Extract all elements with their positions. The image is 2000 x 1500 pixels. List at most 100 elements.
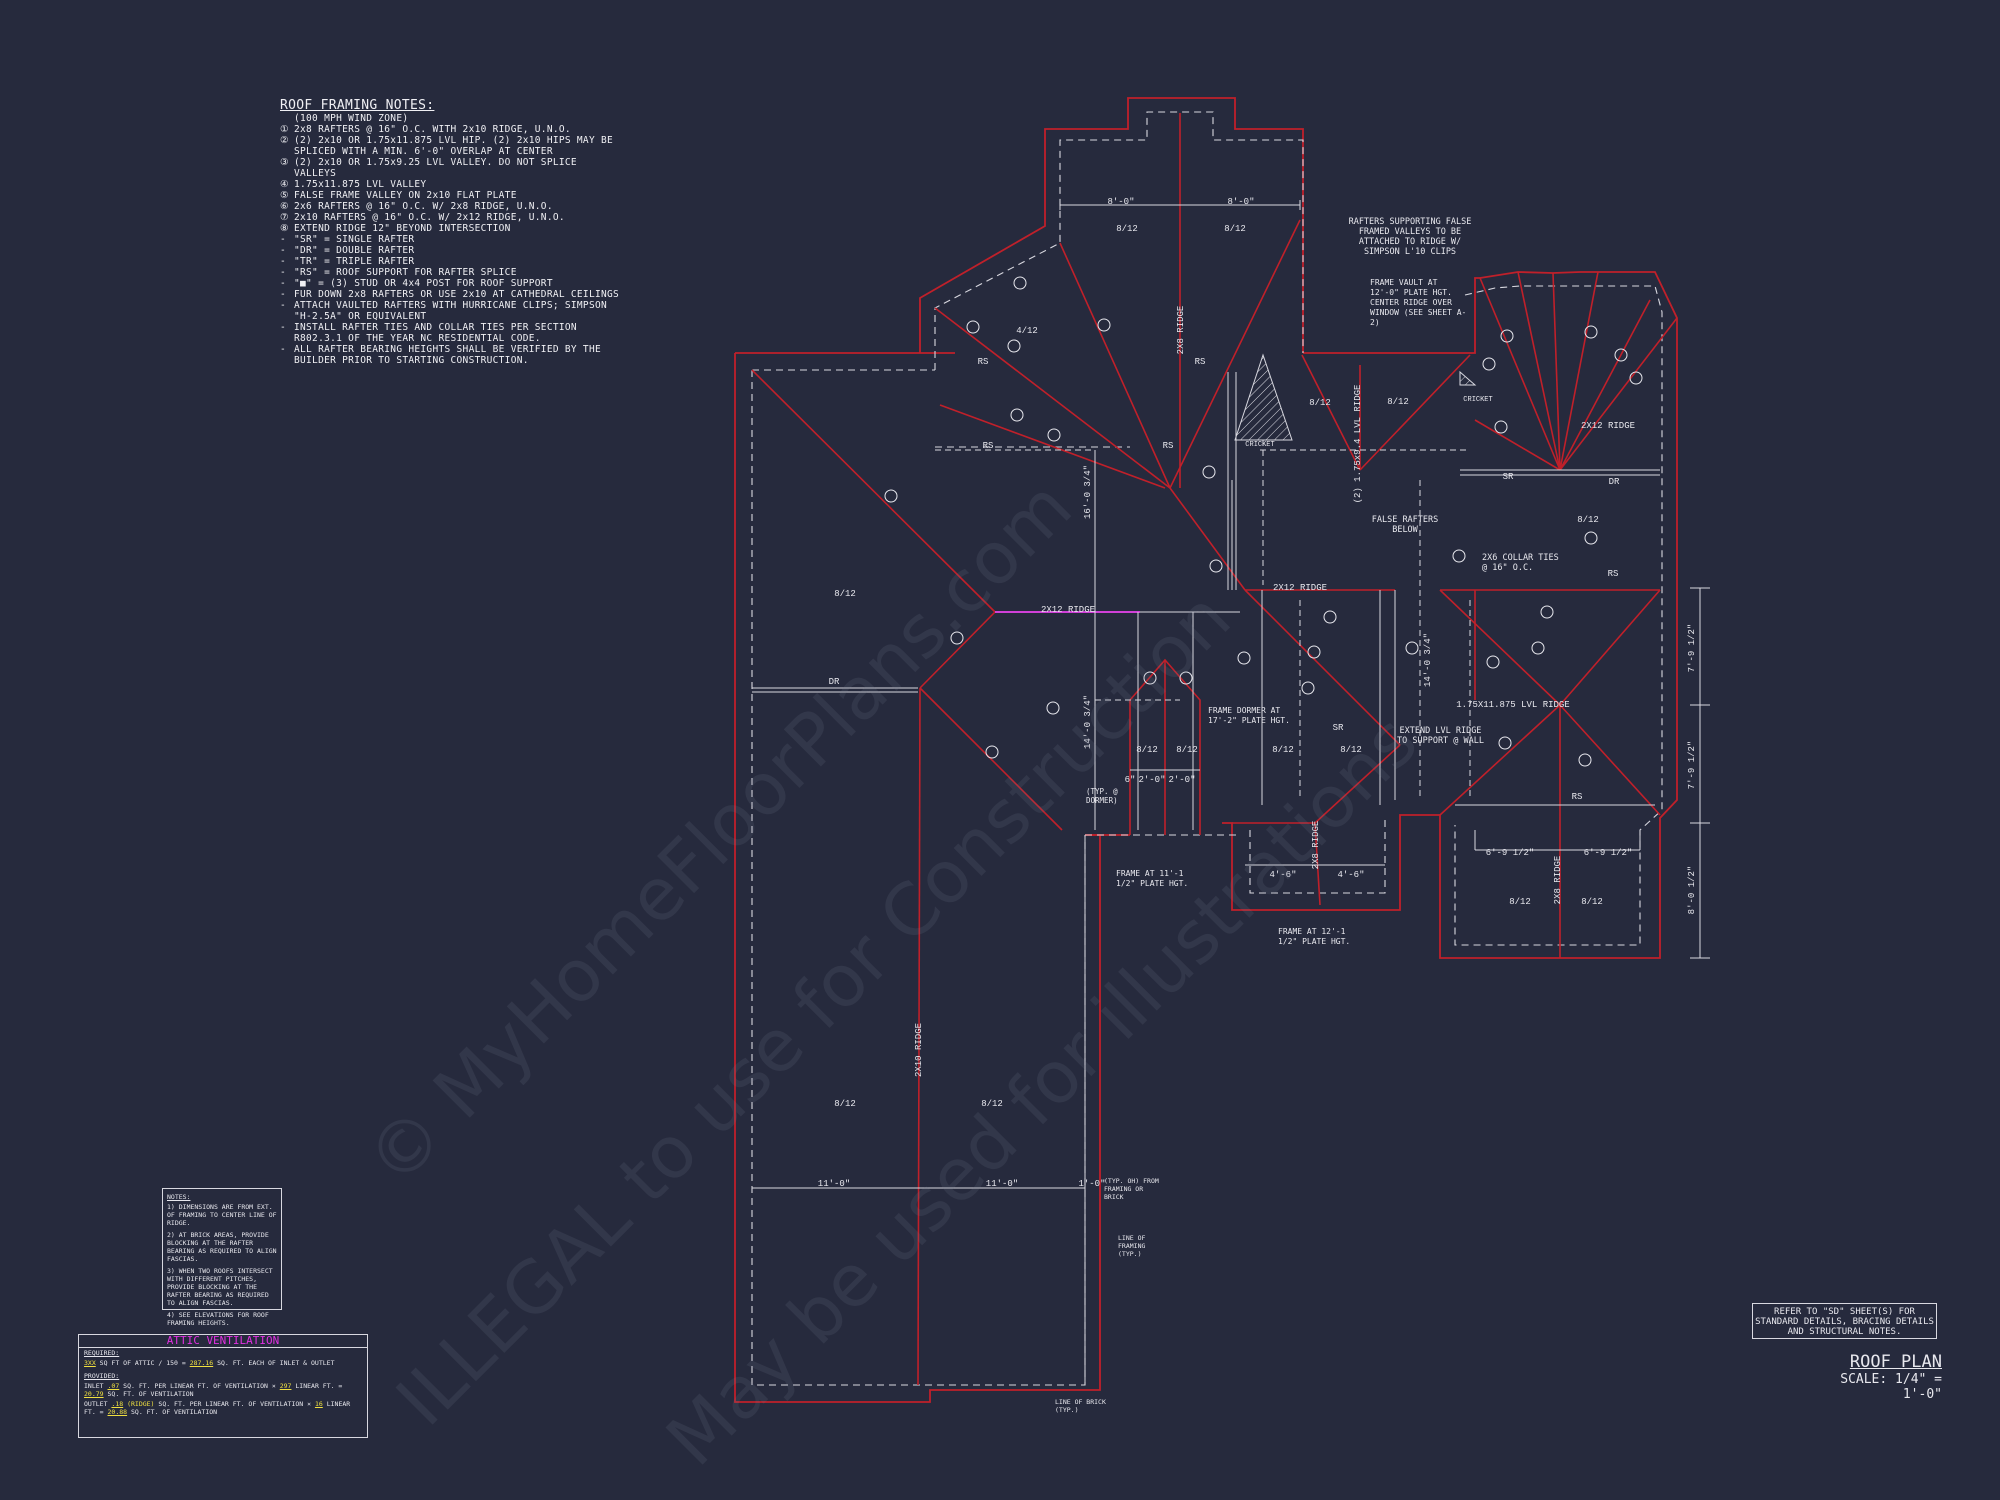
interior-framing-lines [752,200,1660,1382]
note-item: -ALL RAFTER BEARING HEIGHTS SHALL BE VER… [280,344,601,366]
dr-label: DR [829,677,840,687]
pitch-label: 8/12 [1387,397,1409,407]
cricket-hatch-right [1459,370,1477,386]
dimension-label: 8'-0 1/2" [1687,866,1697,915]
annotation-typ-dormer: (TYP. @ DORMER) [1086,787,1118,805]
ventilation-title: ATTIC VENTILATION [79,1335,367,1348]
dimension-label: 11'-0" [986,1179,1018,1189]
ridge-label: (2) 1.75x9.4 LVL RIDGE [1353,385,1363,504]
general-note: 1) DIMENSIONS ARE FROM EXT. OF FRAMING T… [167,1203,277,1227]
callout-markers [884,276,1643,767]
pitch-label: 8/12 [1272,745,1294,755]
dimension-label: 8'-0" [1107,197,1134,207]
note-item: -"SR" = SINGLE RAFTER [280,234,415,245]
pitch-label: 8/12 [1581,897,1603,907]
general-note: 4) SEE ELEVATIONS FOR ROOF FRAMING HEIGH… [167,1311,269,1327]
dimension-label: 14'-0 3/4" [1423,633,1433,687]
rs-label: RS [983,441,994,451]
ridge-label: 1.75X11.875 LVL RIDGE [1456,700,1569,710]
page-scale: SCALE: 1/4" = 1'-0" [1840,1372,1942,1402]
dimension-label: 2'-0" [1168,775,1195,785]
rs-label: RS [1608,569,1619,579]
note-item: -"DR" = DOUBLE RAFTER [280,245,415,256]
note-item: -FUR DOWN 2x8 RAFTERS OR USE 2x10 AT CAT… [280,289,620,300]
rs-label: RS [1163,441,1174,451]
note-item: -INSTALL RAFTER TIES AND COLLAR TIES PER… [280,322,577,344]
dimension-label: 7'-9 1/2" [1687,624,1697,673]
dimension-label: 11'-0" [818,1179,850,1189]
annotation-collar-ties: 2X6 COLLAR TIES @ 16" O.C. [1482,553,1559,573]
pitch-label: 8/12 [1176,745,1198,755]
ridge-label: 2X12 RIDGE [1041,605,1095,615]
hidden-lines [935,440,1471,800]
reference-note-box: REFER TO "SD" SHEET(S) FOR STANDARD DETA… [1752,1303,1937,1339]
annotation-typ-oh: (TYP. OH) FROM FRAMING OR BRICK [1104,1177,1159,1201]
annotation-extend-lvl: EXTEND LVL RIDGE TO SUPPORT @ WALL [1397,726,1484,746]
pitch-label: 4/12 [1016,326,1038,336]
general-note: 3) WHEN TWO ROOFS INTERSECT WITH DIFFERE… [167,1267,273,1307]
note-item: (100 MPH WIND ZONE) [294,113,409,124]
ventilation-inlet-row: INLET .07 SQ. FT. PER LINEAR FT. OF VENT… [84,1382,343,1398]
cricket-label: CRICKET [1245,441,1274,449]
dimension-label: 4'-6" [1269,870,1296,880]
dimension-label: 6'-9 1/2" [1584,848,1633,858]
ridge-label: 2X8 RIDGE [1553,856,1563,905]
attic-ventilation-table: ATTIC VENTILATION REQUIRED: 3XX SQ FT OF… [78,1334,368,1438]
annotation-frame-dormer: FRAME DORMER AT 17'-2" PLATE HGT. [1208,706,1290,725]
roof-framing-notes: ROOF FRAMING NOTES: (100 MPH WIND ZONE) … [280,99,620,366]
pitch-label: 8/12 [834,1099,856,1109]
ventilation-required-label: REQUIRED: [84,1349,120,1357]
sr-label: SR [1333,723,1344,733]
pitch-label: 8/12 [1577,515,1599,525]
note-item: ③(2) 2x10 OR 1.75x9.25 LVL VALLEY. DO NO… [280,157,577,179]
rs-label: RS [1572,792,1583,802]
note-item: -"TR" = TRIPLE RAFTER [280,256,415,267]
pitch-label: 8/12 [1136,745,1158,755]
annotation-false-rafters: FALSE RAFTERS BELOW [1371,515,1439,535]
ridge-label: 2X12 RIDGE [1581,421,1635,431]
cricket-label: CRICKET [1463,396,1492,404]
annotation-line-of-brick: LINE OF BRICK (TYP.) [1055,1398,1106,1414]
ventilation-required-row: 3XX SQ FT OF ATTIC / 150 = 287.16 SQ. FT… [84,1359,335,1367]
dimension-label: 1'-0" [1078,1179,1105,1189]
pitch-label: 8/12 [981,1099,1003,1109]
ridge-label: 2X10 RIDGE [914,1023,924,1077]
dimension-label: 6" [1125,775,1136,785]
general-notes-title: NOTES: [167,1193,191,1201]
page-title: ROOF PLAN [1849,1352,1942,1372]
ventilation-provided-label: PROVIDED: [84,1372,120,1380]
annotation-line-of-framing: LINE OF FRAMING (TYP.) [1118,1234,1146,1258]
dimension-label: 7'-9 1/2" [1687,741,1697,790]
sr-label: SR [1503,472,1514,482]
dimension-label: 6'-9 1/2" [1486,848,1535,858]
pitch-label: 8/12 [1340,745,1362,755]
annotation-frame-12: FRAME AT 12'-1 1/2" PLATE HGT. [1278,927,1351,946]
dimension-lines [1690,587,1710,959]
annotation-frame-vault: FRAME VAULT AT 12'-0" PLATE HGT. CENTER … [1370,278,1467,327]
dimension-label: 2'-0" [1138,775,1165,785]
dimension-label: 16'-0 3/4" [1083,465,1093,519]
dimension-label: 4'-6" [1337,870,1364,880]
pitch-label: 8/12 [834,589,856,599]
general-note: 2) AT BRICK AREAS, PROVIDE BLOCKING AT T… [167,1231,277,1263]
note-item: ②(2) 2x10 OR 1.75x11.875 LVL HIP. (2) 2x… [280,135,614,157]
pitch-label: 8/12 [1309,398,1331,408]
note-item: -ATTACH VAULTED RAFTERS WITH HURRICANE C… [280,300,608,322]
general-notes-box: NOTES: 1) DIMENSIONS ARE FROM EXT. OF FR… [162,1188,282,1327]
note-item: -"RS" = ROOF SUPPORT FOR RAFTER SPLICE [280,267,517,278]
ventilation-outlet-row: OUTLET .18 (RIDGE) SQ. FT. PER LINEAR FT… [84,1400,351,1416]
pitch-label: 8/12 [1116,224,1138,234]
pitch-label: 8/12 [1224,224,1246,234]
ridge-label: 2X8 RIDGE [1176,306,1186,355]
rs-label: RS [978,357,989,367]
ridge-label: 2X12 RIDGE [1273,583,1327,593]
ridge-label: 2X8 RIDGE [1311,821,1321,870]
dimension-label: 8'-0" [1227,197,1254,207]
dr-label: DR [1609,477,1620,487]
